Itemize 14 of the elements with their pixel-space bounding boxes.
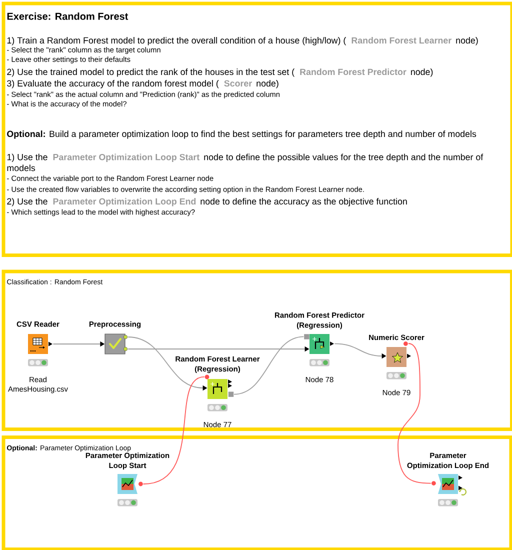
node-label: Parameter Optimization Loop Start bbox=[53, 154, 200, 162]
node-label: node to define the possible values for the tree depth and the number of bbox=[204, 154, 484, 162]
node-label: 1) Use the bbox=[7, 154, 48, 162]
instruction-text: 2) Use the trained model to predict the rank of the houses in the test set ( Random Forest Predictor node) bbox=[7, 68, 433, 77]
connector bbox=[142, 376, 205, 484]
node-label: models bbox=[7, 164, 36, 172]
instruction-text: Optional: Build a parameter optimization loop to find the best settings for parameters tree depth and number of models bbox=[7, 130, 476, 139]
connector bbox=[234, 336, 304, 395]
instruction-text: 1) Use the Parameter Optimization Loop Start node to define the possible values for the tree depth and the number of models bbox=[7, 154, 484, 172]
instruction-text: 2) Use the Parameter Optimization Loop End node to define the accuracy as the objective function bbox=[7, 198, 407, 206]
connector bbox=[398, 343, 432, 484]
instruction-text: 1) Train a Random Forest model to predict the overall condition of a house (high/low) ( Random Forest Learner node) bbox=[7, 37, 478, 46]
instruction-text: 3) Evaluate the accuracy of the random forest model ( Scorer node) bbox=[7, 80, 278, 88]
heading: Exercise: Random Forest bbox=[7, 12, 128, 20]
